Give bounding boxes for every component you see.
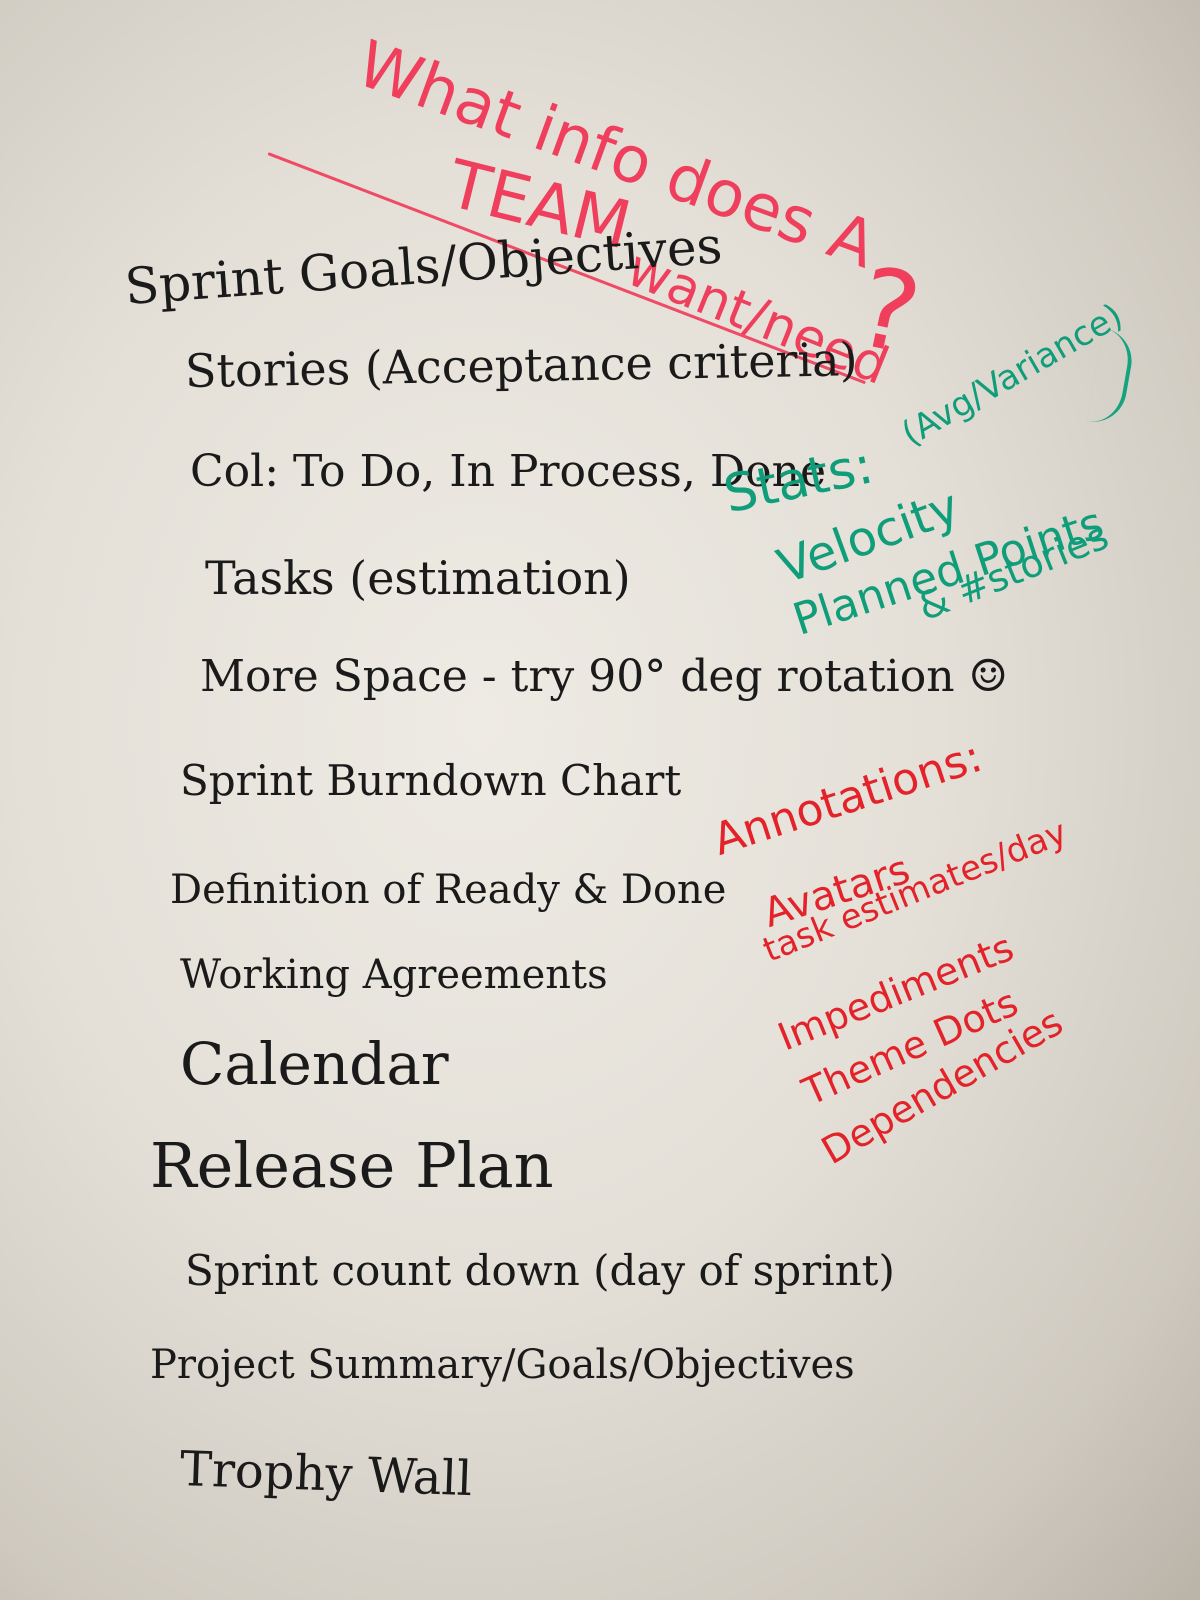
list-item-tasks: Tasks (estimation): [205, 551, 631, 605]
list-item-columns: Col: To Do, In Process, Done: [190, 446, 826, 497]
list-item-trophy-wall: Trophy Wall: [179, 1441, 474, 1508]
list-item-calendar: Calendar: [180, 1030, 449, 1098]
stats-avg-variance: (Avg/Variance): [895, 295, 1130, 455]
list-item-sprint-countdown: Sprint count down (day of sprint): [185, 1246, 895, 1295]
list-item-burndown: Sprint Burndown Chart: [180, 756, 682, 805]
list-item-release-plan: Release Plan: [150, 1129, 554, 1202]
list-item-stories: Stories (Acceptance criteria): [184, 332, 858, 398]
list-item-definition: Definition of Ready & Done: [170, 867, 727, 913]
list-item-project-summary: Project Summary/Goals/Objectives: [150, 1342, 855, 1388]
annotations-heading: Annotations:: [706, 731, 989, 866]
list-item-working-agreements: Working Agreements: [180, 952, 608, 998]
list-item-more-space: More Space - try 90° deg rotation ☺: [200, 651, 1009, 702]
